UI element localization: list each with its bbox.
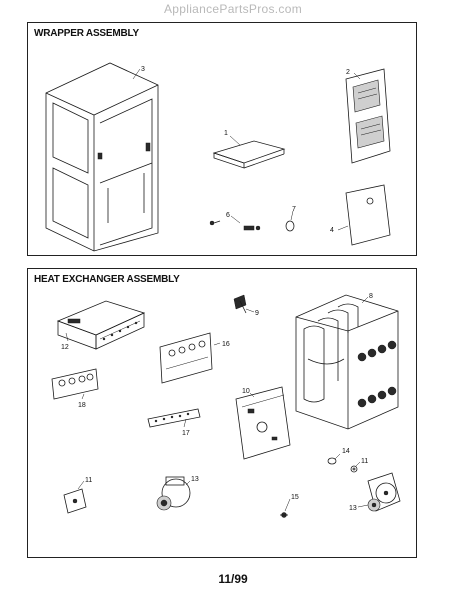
- part-gasket-plate-left[interactable]: [63, 488, 87, 514]
- callout-label: 18: [78, 402, 86, 409]
- callout-label: 15: [291, 494, 299, 501]
- callout-8: 8: [361, 293, 373, 304]
- callout-label: 10: [242, 388, 250, 395]
- part-gasket[interactable]: [51, 368, 99, 400]
- part-burner-strip[interactable]: [147, 408, 201, 428]
- callout-label: 11: [85, 477, 92, 484]
- part-screws[interactable]: [209, 220, 261, 231]
- part-heat-exchanger[interactable]: [295, 294, 399, 430]
- callout-11-left: 11: [77, 477, 92, 490]
- heat-exchanger-assembly-title: HEAT EXCHANGER ASSEMBLY: [34, 274, 180, 285]
- callout-12: 12: [61, 332, 69, 351]
- callout-label: 8: [369, 293, 373, 300]
- part-burner-box[interactable]: [56, 300, 146, 350]
- wrapper-assembly-title: WRAPPER ASSEMBLY: [34, 28, 139, 39]
- callout-label: 17: [182, 430, 190, 437]
- page-code: 11/99: [218, 572, 248, 586]
- callout-13-left: 13: [185, 476, 199, 486]
- callout-label: 13: [191, 476, 199, 483]
- part-orifice-plate[interactable]: [159, 332, 213, 384]
- part-plug[interactable]: [285, 220, 295, 232]
- callout-label: 11: [361, 458, 368, 465]
- callout-label: 13: [349, 505, 357, 512]
- callout-11-right: 11: [355, 458, 368, 467]
- callout-label: 6: [226, 212, 230, 219]
- heat-exchanger-assembly-panel: HEAT EXCHANGER ASSEMBLY 9: [27, 268, 417, 558]
- callout-label: 16: [222, 341, 230, 348]
- part-control-board[interactable]: [235, 386, 291, 460]
- callout-3: 3: [132, 66, 145, 80]
- callout-label: 14: [342, 448, 350, 455]
- part-inducer-motor-left[interactable]: [156, 476, 191, 511]
- callout-6: 6: [226, 212, 241, 224]
- callout-label: 7: [292, 206, 296, 213]
- part-filter-plate[interactable]: [212, 140, 286, 169]
- callout-label: 12: [61, 344, 69, 351]
- part-gasket-ring-right[interactable]: [350, 465, 358, 473]
- callout-16: 16: [213, 341, 230, 348]
- part-inducer-assembly-right[interactable]: [367, 472, 401, 512]
- callout-2: 2: [346, 69, 361, 80]
- part-cabinet[interactable]: [45, 62, 159, 252]
- wrapper-assembly-panel: WRAPPER ASSEMBLY 3: [27, 22, 417, 256]
- callout-15: 15: [284, 494, 299, 512]
- callout-label: 4: [330, 227, 334, 234]
- callout-18: 18: [78, 393, 86, 409]
- callout-label: 1: [224, 130, 228, 137]
- callout-label: 9: [255, 310, 259, 317]
- callout-label: 3: [141, 66, 145, 73]
- heat-exchanger-assembly-drawing: 9 8: [51, 293, 401, 518]
- callout-label: 2: [346, 69, 350, 76]
- callout-9: 9: [245, 308, 259, 317]
- part-bracket[interactable]: [233, 294, 247, 314]
- part-fitting[interactable]: [280, 512, 288, 518]
- callout-14: 14: [334, 448, 350, 460]
- callout-7: 7: [290, 206, 296, 221]
- callout-13-right: 13: [349, 504, 369, 512]
- wrapper-assembly-drawing: 3 2 1: [45, 62, 391, 252]
- part-sensor[interactable]: [327, 457, 337, 465]
- callout-17: 17: [182, 418, 190, 437]
- callout-1: 1: [224, 130, 241, 146]
- callout-4: 4: [330, 225, 349, 234]
- watermark: AppliancePartsPros.com: [164, 2, 302, 16]
- callout-10: 10: [242, 388, 255, 398]
- part-access-panel[interactable]: [345, 184, 391, 246]
- part-grille-panel[interactable]: [345, 68, 391, 164]
